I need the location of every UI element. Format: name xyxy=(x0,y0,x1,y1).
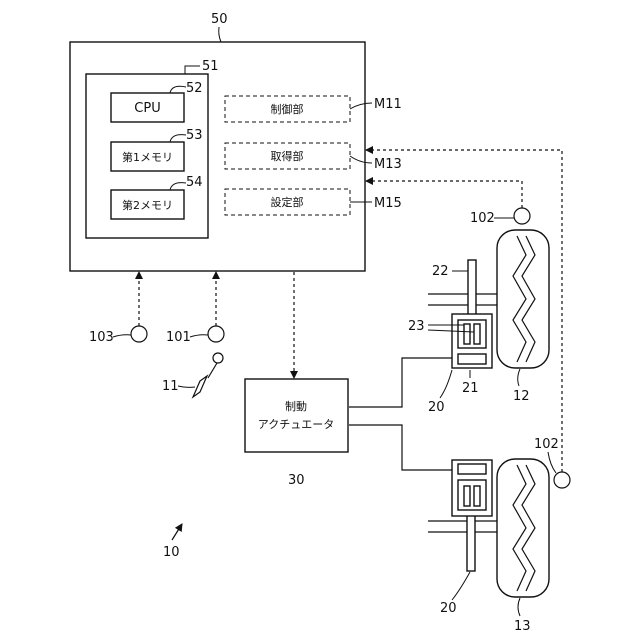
wheel-top-label: 12 xyxy=(513,389,530,404)
m13-label: M13 xyxy=(374,157,402,172)
pads-label: 23 xyxy=(408,319,425,334)
caliper-label: 21 xyxy=(462,381,479,396)
wheel-bottom-assembly xyxy=(428,459,549,597)
wheel-top-assembly xyxy=(428,230,549,368)
sensor-102-bottom xyxy=(554,472,570,488)
wheel-bottom-label: 13 xyxy=(514,619,531,634)
controller-label: 50 xyxy=(211,12,228,27)
m11-label: M11 xyxy=(374,97,402,112)
memory-unit-label: 51 xyxy=(202,59,219,74)
actuator-box xyxy=(245,379,348,452)
actuator-ref-label: 30 xyxy=(288,473,305,488)
disc-label: 22 xyxy=(432,264,449,279)
vehicle-arrow xyxy=(172,524,182,540)
sensor-103-label: 103 xyxy=(89,330,114,345)
vehicle-label: 10 xyxy=(163,545,180,560)
sensor-102-top xyxy=(514,208,530,224)
memory1-ref-label: 53 xyxy=(186,128,203,143)
sensor-101 xyxy=(208,326,224,342)
brake-bottom-label: 20 xyxy=(440,601,457,616)
m15-label: M15 xyxy=(374,196,402,211)
cpu-text: CPU xyxy=(134,101,160,116)
brake-pedal xyxy=(193,353,223,397)
sensor-102-top-label: 102 xyxy=(470,211,495,226)
actuator-text-line2: アクチュエータ xyxy=(258,418,334,431)
brake-top-label: 20 xyxy=(428,400,445,415)
setting-unit-text: 設定部 xyxy=(271,195,304,209)
cpu-ref-label: 52 xyxy=(186,81,203,96)
memory2-text: 第2メモリ xyxy=(122,198,173,212)
hydraulic-line-bottom xyxy=(349,425,452,470)
brake-pedal-label: 11 xyxy=(162,379,179,394)
memory2-ref-label: 54 xyxy=(186,175,203,190)
memory1-text: 第1メモリ xyxy=(122,150,173,164)
acquire-unit-text: 取得部 xyxy=(271,149,304,163)
sensor-102-bottom-label: 102 xyxy=(534,437,559,452)
control-unit-text: 制御部 xyxy=(271,102,304,116)
sensor-103 xyxy=(131,326,147,342)
sensor-101-label: 101 xyxy=(166,330,191,345)
actuator-text-line1: 制動 xyxy=(285,399,307,413)
